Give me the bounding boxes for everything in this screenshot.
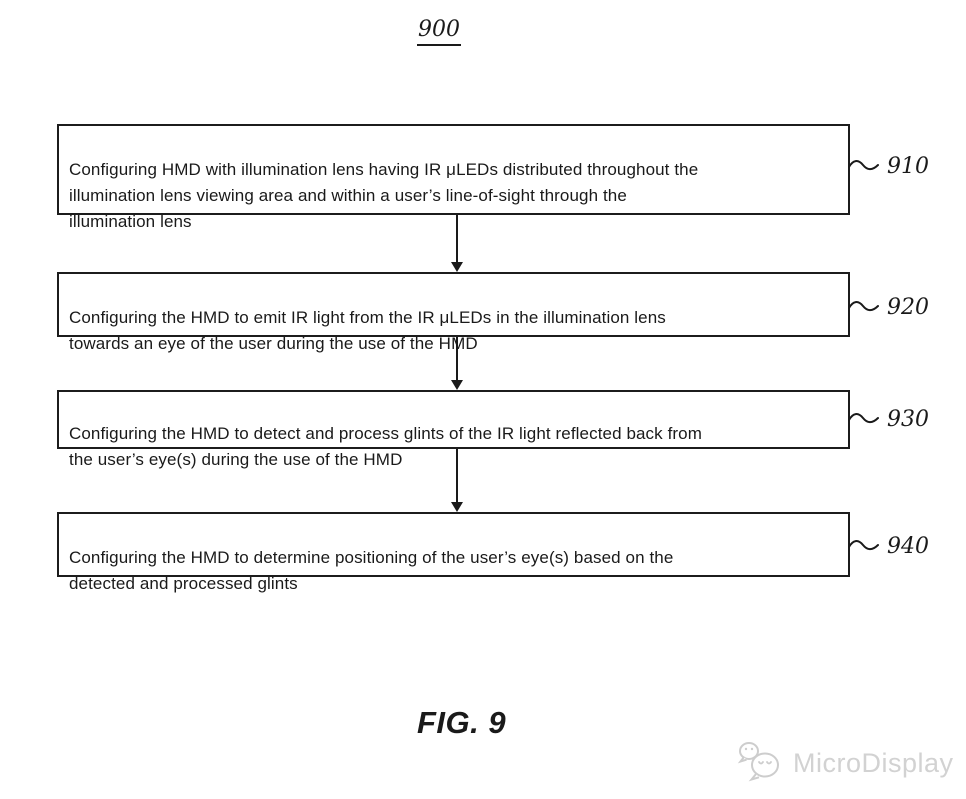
arrow-shaft: [456, 215, 458, 262]
wechat-icon: [737, 742, 779, 782]
ref-number: 910: [887, 153, 929, 179]
figure-caption: FIG. 9: [417, 705, 507, 740]
flow-step-box-930: Configuring the HMD to detect and proces…: [57, 390, 850, 469]
flow-step-box-940: Configuring the HMD to determine positio…: [57, 512, 850, 593]
ref-label-930: 930: [848, 404, 929, 434]
flow-arrow-down: [451, 337, 463, 390]
squiggle-connector-icon: [848, 160, 879, 171]
squiggle-connector-icon: [848, 301, 879, 312]
watermark: MicroDisplay: [736, 738, 954, 788]
flow-step-box-910: Configuring HMD with illumination lens h…: [57, 124, 850, 231]
flow-step-text: Configuring the HMD to emit IR light fro…: [69, 308, 666, 353]
arrow-shaft: [456, 337, 458, 380]
ref-number: 930: [887, 406, 929, 432]
flow-step-text: Configuring the HMD to detect and proces…: [69, 424, 702, 469]
arrow-head-icon: [451, 380, 463, 390]
watermark-label: MicroDisplay: [793, 747, 954, 778]
diagram-number: 900: [417, 17, 461, 46]
ref-number: 920: [887, 294, 929, 320]
ref-label-920: 920: [848, 292, 929, 322]
ref-label-940: 940: [848, 531, 929, 561]
flow-arrow-down: [451, 215, 463, 272]
squiggle-connector-icon: [848, 540, 879, 551]
arrow-shaft: [456, 449, 458, 502]
arrow-head-icon: [451, 502, 463, 512]
flow-step-text: Configuring the HMD to determine positio…: [69, 548, 674, 593]
flow-arrow-down: [451, 449, 463, 512]
squiggle-connector-icon: [848, 413, 879, 424]
arrow-head-icon: [451, 262, 463, 272]
ref-label-910: 910: [848, 151, 929, 181]
flow-step-text: Configuring HMD with illumination lens h…: [69, 160, 699, 231]
flow-step-box-920: Configuring the HMD to emit IR light fro…: [57, 272, 850, 353]
ref-number: 940: [887, 533, 929, 559]
